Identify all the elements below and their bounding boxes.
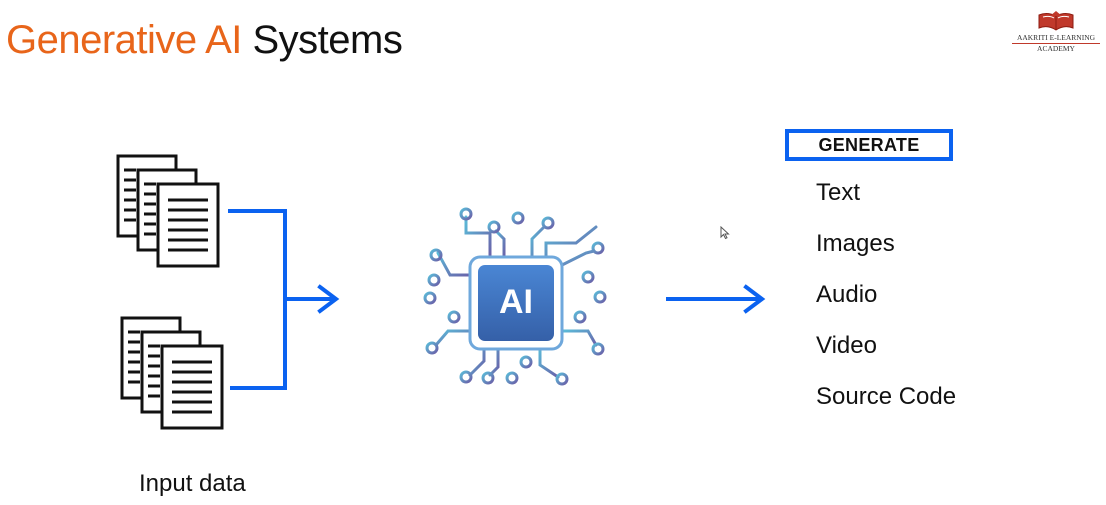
document-stack-icon	[120, 316, 224, 430]
academy-logo: AAKRITI E-LEARNING ACADEMY	[1012, 8, 1100, 60]
output-item-audio: Audio	[816, 281, 878, 308]
output-item-images: Images	[816, 230, 895, 257]
logo-text-line1: AAKRITI E-LEARNING	[1012, 33, 1100, 44]
page-title: Generative AI Systems	[6, 16, 403, 64]
chip-label: AI	[499, 283, 533, 321]
book-logo-icon	[1038, 11, 1074, 31]
cursor-icon	[720, 226, 730, 240]
output-item-text: Text	[816, 179, 861, 206]
output-item-source-code: Source Code	[816, 383, 957, 410]
merge-arrow-head	[317, 284, 340, 314]
output-arrow-head	[743, 284, 766, 314]
input-data-label: Input data	[139, 470, 246, 497]
ai-chip-icon: AI	[423, 207, 607, 386]
output-item-video: Video	[816, 332, 877, 359]
document-stack-icon	[116, 154, 220, 268]
input-bracket-connector	[228, 209, 287, 390]
logo-text-line2: ACADEMY	[1037, 44, 1075, 53]
generate-heading: GENERATE	[785, 129, 953, 161]
title-rest: Systems	[252, 18, 403, 62]
title-highlight: Generative AI	[6, 18, 242, 62]
output-list: Text Images Audio Video Source Code	[816, 180, 956, 435]
